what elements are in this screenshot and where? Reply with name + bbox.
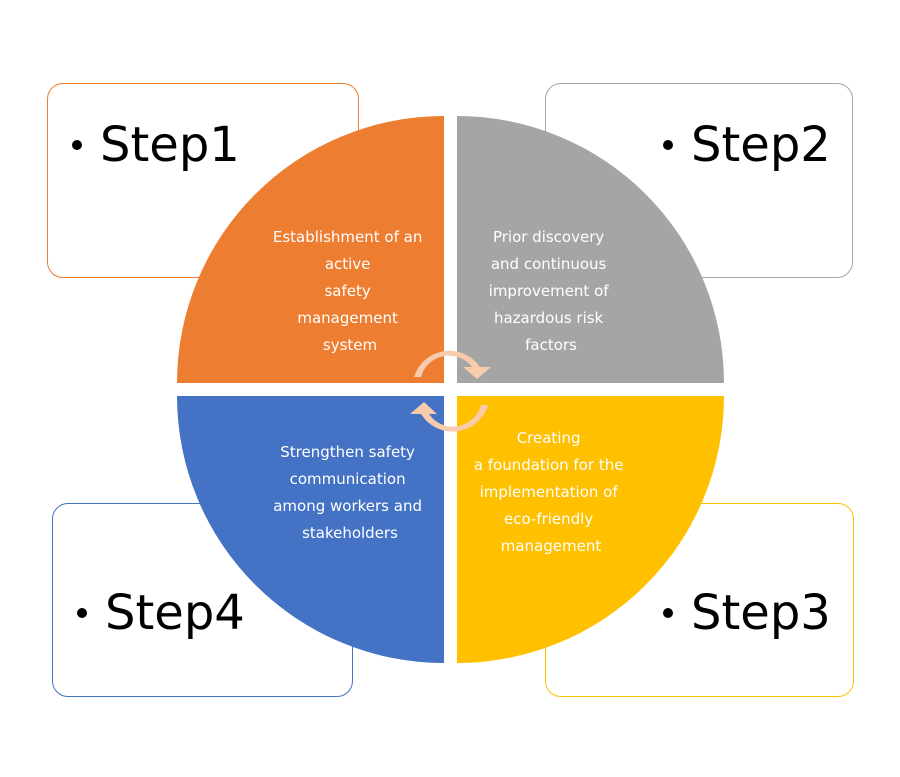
bullet-icon [72,140,82,150]
step2-line: factors [525,336,577,354]
step1-line: Establishment of an [273,228,422,246]
step4-line: among workers and [273,497,422,515]
step2-line: and continuous [491,255,607,273]
step3-line: a foundation for the [474,456,624,474]
step1-line: safety [324,282,370,300]
bullet-icon [663,608,673,618]
step3-line: implementation of [480,483,619,501]
step2-line: improvement of [489,282,610,300]
cycle-arrow-bottom [410,402,488,432]
step3-title: Step3 [663,589,831,637]
cycle-arrow-icon [410,350,491,432]
bullet-icon [77,608,87,618]
quadrant-step2 [457,116,724,383]
step2-line: hazardous risk [494,309,604,327]
step3-line: Creating [517,429,581,447]
quadrant-step4 [177,396,444,663]
cycle-arrow-top [414,350,491,379]
step4-line: stakeholders [302,524,398,542]
step2-line: Prior discovery [493,228,604,246]
step1-line: active [325,255,371,273]
step1-label: Step1 [100,117,240,173]
quadrant-step3 [457,396,724,663]
quadrant-step1 [177,116,444,383]
step1-description: Establishment of an active safety manage… [273,228,427,354]
step3-description: Creating a foundation for the implementa… [474,429,628,555]
bullet-icon [663,140,673,150]
step1-line: management [297,309,398,327]
step2-description: Prior discovery and continuous improveme… [489,228,614,354]
step3-line: management [501,537,602,555]
step1-line: system [323,336,377,354]
step4-line: Strengthen safety [280,443,415,461]
step4-label: Step4 [105,585,245,641]
step1-title: Step1 [72,121,240,169]
step3-line: eco-friendly [504,510,593,528]
step4-title: Step4 [77,589,245,637]
step2-label: Step2 [691,117,831,173]
step4-description: Strengthen safety communication among wo… [273,443,427,542]
step2-title: Step2 [663,121,831,169]
step3-label: Step3 [691,585,831,641]
step4-line: communication [290,470,406,488]
